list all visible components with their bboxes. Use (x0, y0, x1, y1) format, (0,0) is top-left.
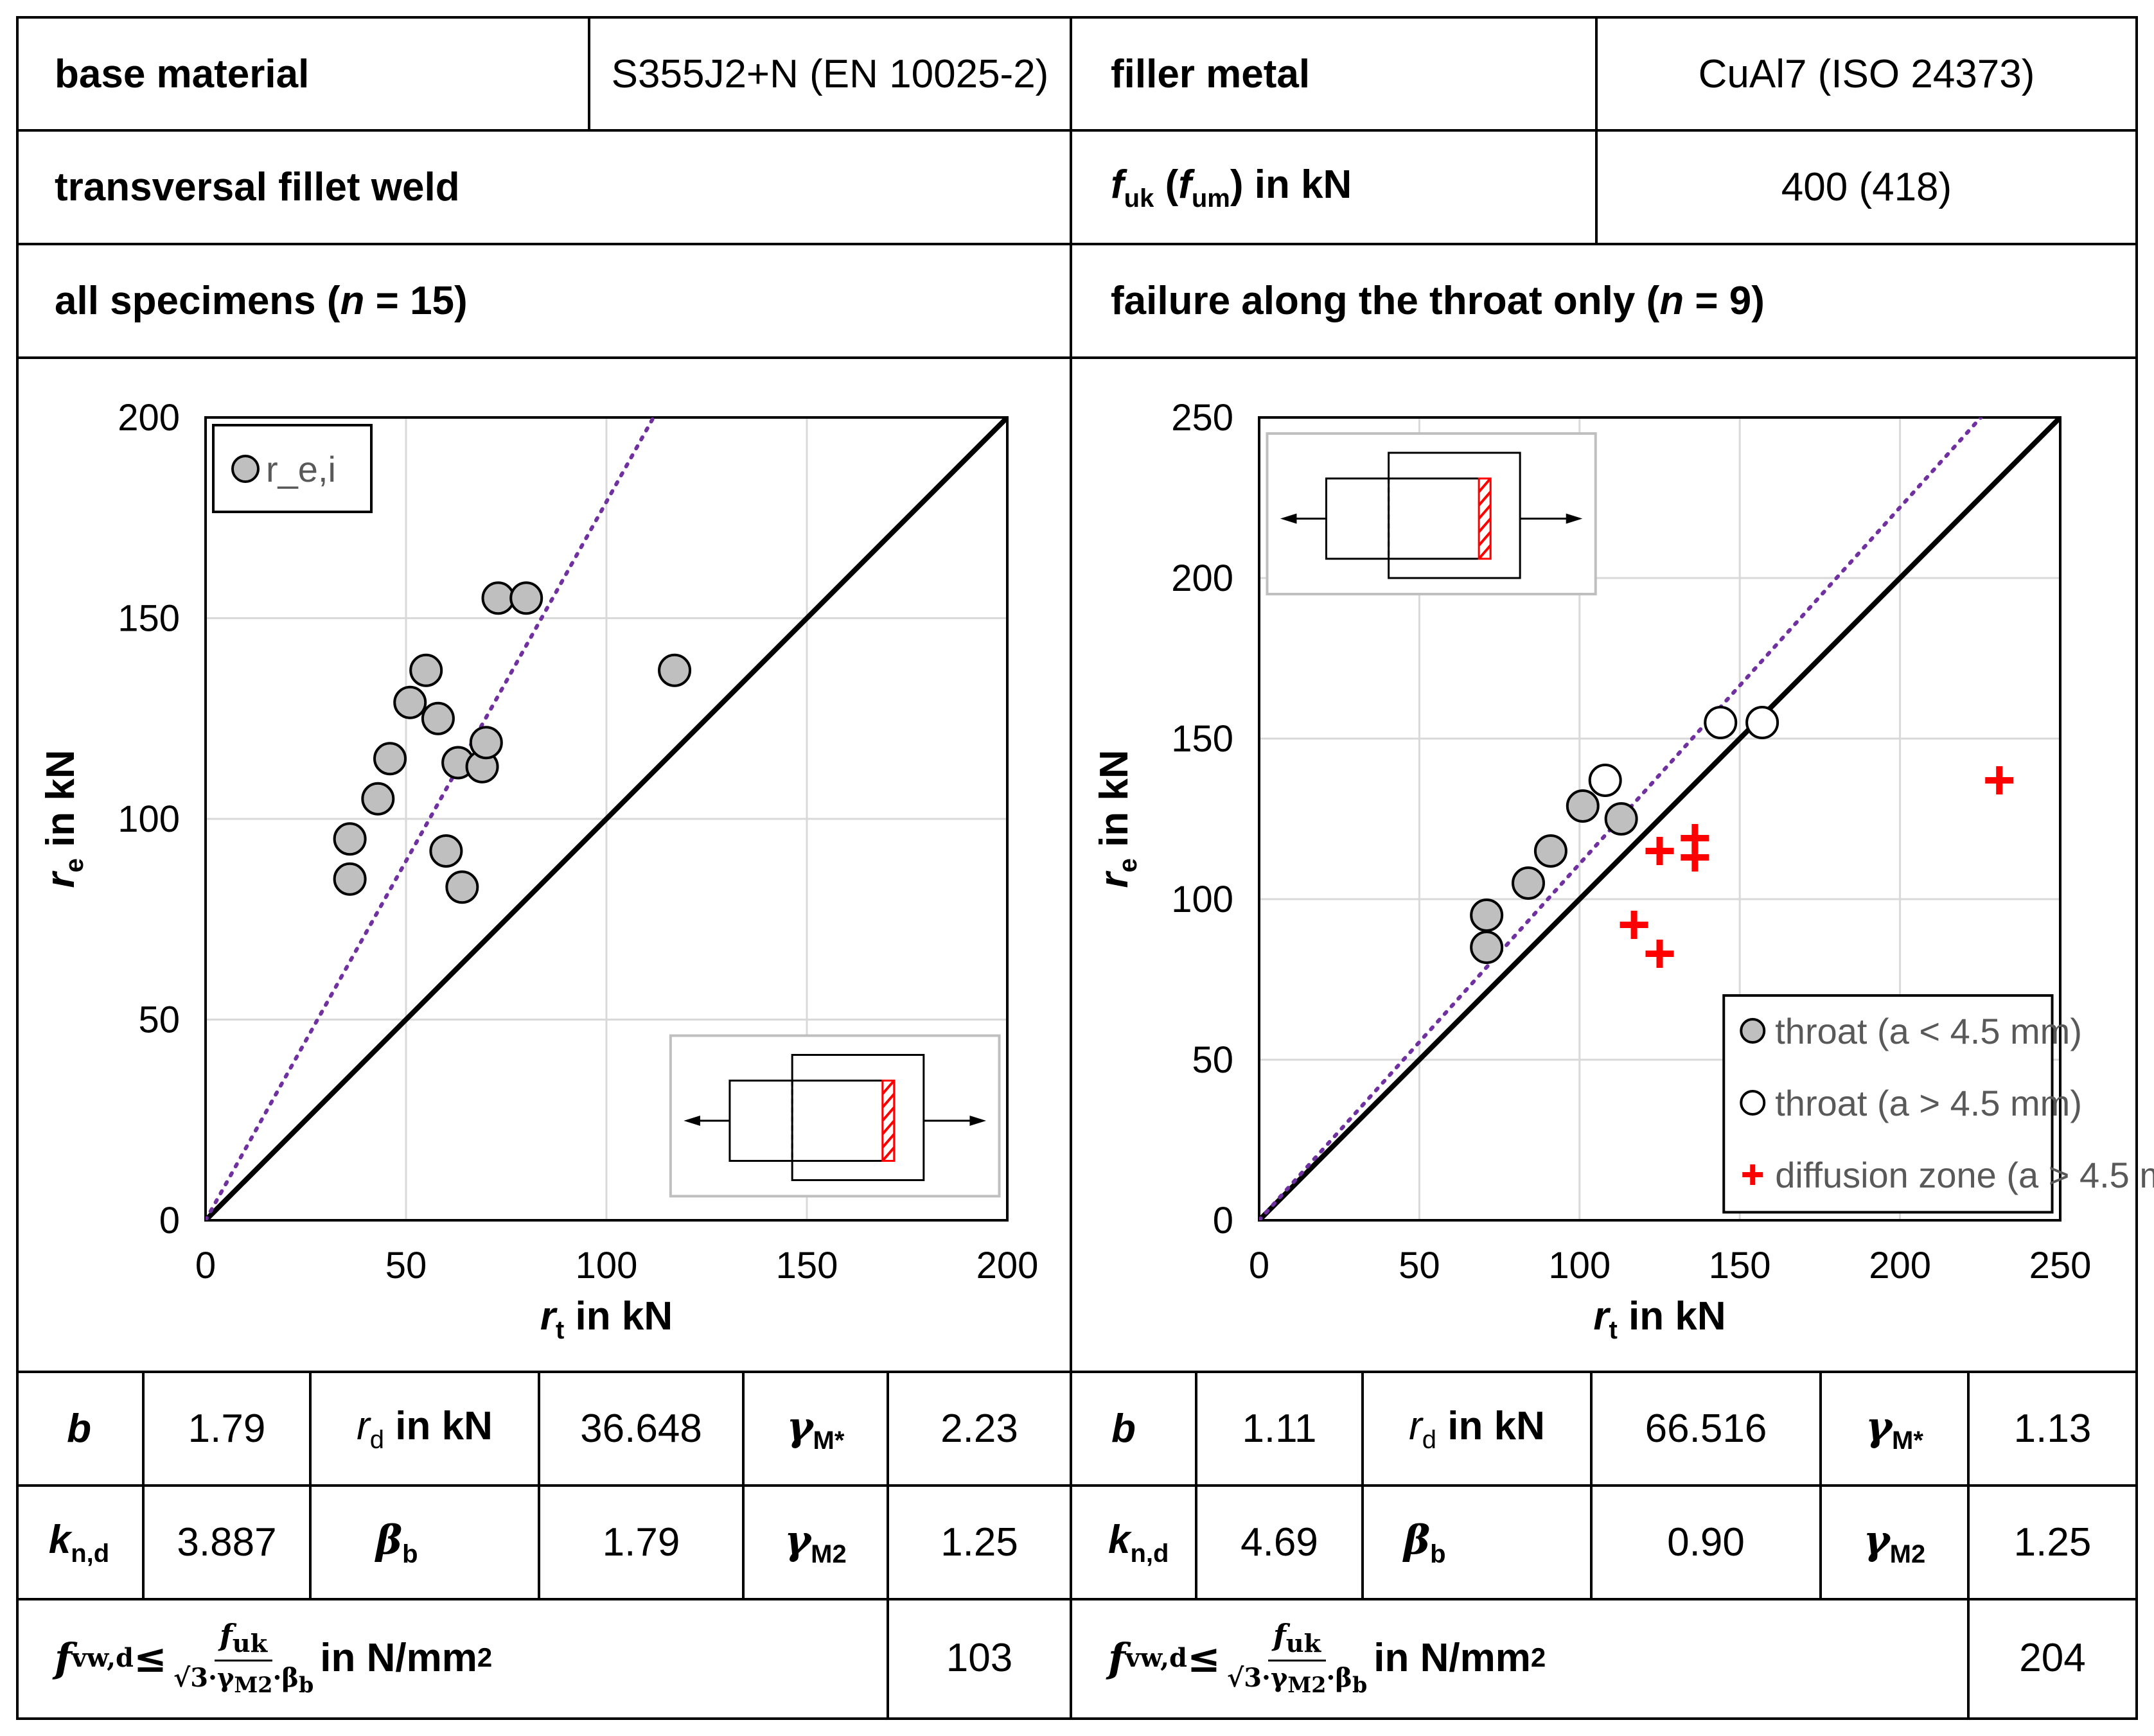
base-material-value: S355J2+N (EN 10025-2) (611, 51, 1049, 96)
c1-inset-weld-hatch (1478, 504, 1492, 520)
c0-point (658, 653, 692, 687)
c1-legend-label: diffusion zone (a > 4.5 mm) (1775, 1155, 2154, 1195)
c1-point (1511, 866, 1545, 900)
c1-line-equality (1259, 417, 2060, 1220)
c0-point (469, 726, 503, 760)
left-panel-title: all specimens (n = 15) (55, 279, 468, 323)
c1-y-tick-label: 50 (1192, 1039, 1233, 1081)
c0-inset-weld-hatch (881, 1093, 896, 1109)
c0-inset-weld-hatch (881, 1119, 896, 1135)
c0-legend-label: r_e,i (266, 449, 336, 489)
chart-throat-only: 0 50 100 150 200 250 0 50 100 150 200 250 rt in kN re… (1092, 397, 2154, 1344)
c1-point (1588, 764, 1622, 797)
c1-inset-plate-1 (1325, 477, 1492, 560)
c0-line-regression (206, 417, 656, 1220)
c0-inset-weld-hatch (881, 1106, 896, 1122)
c1-y-tick-label: 150 (1171, 718, 1233, 760)
filler-metal-label: filler metal (1111, 51, 1311, 96)
results-table: base material S355J2+N (EN 10025-2) fill… (16, 16, 2138, 1720)
c1-point-diffusion (1681, 824, 1709, 852)
chart-all-specimens: 0 50 100 150 200 0 50 100 150 200 rt in kN re in kN… (39, 397, 1038, 1344)
c0-x-tick-label: 0 (195, 1245, 216, 1286)
c1-inset-weld-hatch (1478, 531, 1492, 547)
c1-legend-marker (1740, 1018, 1766, 1044)
c1-y-axis-label: re in kN (1092, 750, 1142, 888)
c1-point (1533, 834, 1567, 868)
c0-y-axis-label: re in kN (39, 750, 89, 888)
c0-x-tick-label: 200 (976, 1245, 1039, 1286)
c1-point (1470, 931, 1504, 964)
c0-y-tick-label: 200 (118, 397, 180, 439)
c0-x-tick-label: 100 (576, 1245, 638, 1286)
c0-inset-plate-1 (728, 1080, 896, 1162)
c1-legend-marker (1740, 1090, 1766, 1116)
c1-inset-arrowhead-left (1280, 513, 1297, 524)
c0-point (445, 870, 479, 904)
c1-x-tick-label: 250 (2029, 1245, 2092, 1286)
c0-inset-weld-hatch (881, 1133, 896, 1148)
c1-inset-weld-hatch (1478, 477, 1492, 493)
c1-x-tick-label: 50 (1399, 1245, 1440, 1286)
c0-y-tick-label: 150 (118, 598, 180, 640)
c0-point (361, 782, 395, 816)
c0-point (481, 581, 515, 615)
c0-x-tick-label: 150 (776, 1245, 838, 1286)
c1-legend-label: throat (a < 4.5 mm) (1775, 1011, 2082, 1051)
c0-y-tick-label: 100 (118, 798, 180, 840)
c0-legend-marker (231, 455, 260, 483)
fuk-value: 400 (418) (1781, 165, 1952, 209)
c1-inset-arrowhead-right (1566, 513, 1583, 524)
c0-point (333, 862, 367, 896)
c0-point (429, 834, 463, 868)
c1-y-tick-label: 0 (1213, 1200, 1233, 1241)
c1-point-diffusion (1985, 766, 2014, 794)
c1-point (1470, 899, 1504, 932)
fuk-label: fuk (fum) in kN (1111, 162, 1352, 213)
c1-x-tick-label: 200 (1869, 1245, 1931, 1286)
c0-x-axis-label: rt in kN (540, 1294, 673, 1344)
c1-legend (1722, 994, 2054, 1214)
c1-point-diffusion (1645, 940, 1674, 968)
c0-point (409, 653, 443, 687)
c1-inset-weld-hatch (1478, 544, 1492, 560)
base-material-label: base material (55, 51, 310, 96)
c0-inset-weld-hatch (881, 1146, 896, 1162)
filler-metal-value: CuAl7 (ISO 24373) (1698, 51, 2035, 96)
c0-x-tick-label: 50 (385, 1245, 427, 1286)
c0-point (373, 742, 407, 776)
c0-line-equality (206, 417, 1007, 1220)
c0-inset-arrowhead-left (684, 1116, 700, 1126)
c0-plot-area (204, 416, 1009, 1222)
c1-reference-lines (1259, 417, 2060, 1220)
c1-inset-weld-hatch (1478, 518, 1492, 533)
c1-point-diffusion (1620, 911, 1648, 939)
c0-point (393, 685, 427, 719)
c1-inset-weld-hatch (1478, 491, 1492, 506)
c1-point (1704, 706, 1738, 739)
c0-y-tick-label: 0 (159, 1200, 180, 1241)
c1-point (1745, 706, 1779, 739)
c1-point-diffusion (1645, 837, 1674, 865)
c1-y-tick-label: 100 (1171, 879, 1233, 920)
c1-x-axis-label: rt in kN (1593, 1294, 1726, 1344)
c1-x-tick-label: 150 (1709, 1245, 1771, 1286)
c1-point (1566, 789, 1600, 823)
c1-plot-area (1258, 416, 2061, 1222)
c0-point (421, 701, 455, 735)
c0-point (509, 581, 543, 615)
c1-y-tick-label: 200 (1171, 557, 1233, 599)
c1-x-tick-label: 100 (1548, 1245, 1611, 1286)
c0-y-tick-label: 50 (138, 999, 180, 1041)
c0-inset-arrowhead-right (969, 1116, 987, 1126)
c0-point (333, 822, 367, 856)
weld-type: transversal fillet weld (55, 165, 460, 209)
right-panel-title: failure along the throat only (n = 9) (1111, 279, 1765, 323)
c1-x-tick-label: 0 (1249, 1245, 1269, 1286)
c0-inset-weld-hatch (881, 1080, 896, 1095)
c1-y-tick-label: 250 (1171, 397, 1233, 439)
c1-legend-label: throat (a > 4.5 mm) (1775, 1083, 2082, 1123)
c0-reference-lines (206, 417, 1007, 1220)
c1-point (1604, 802, 1638, 836)
